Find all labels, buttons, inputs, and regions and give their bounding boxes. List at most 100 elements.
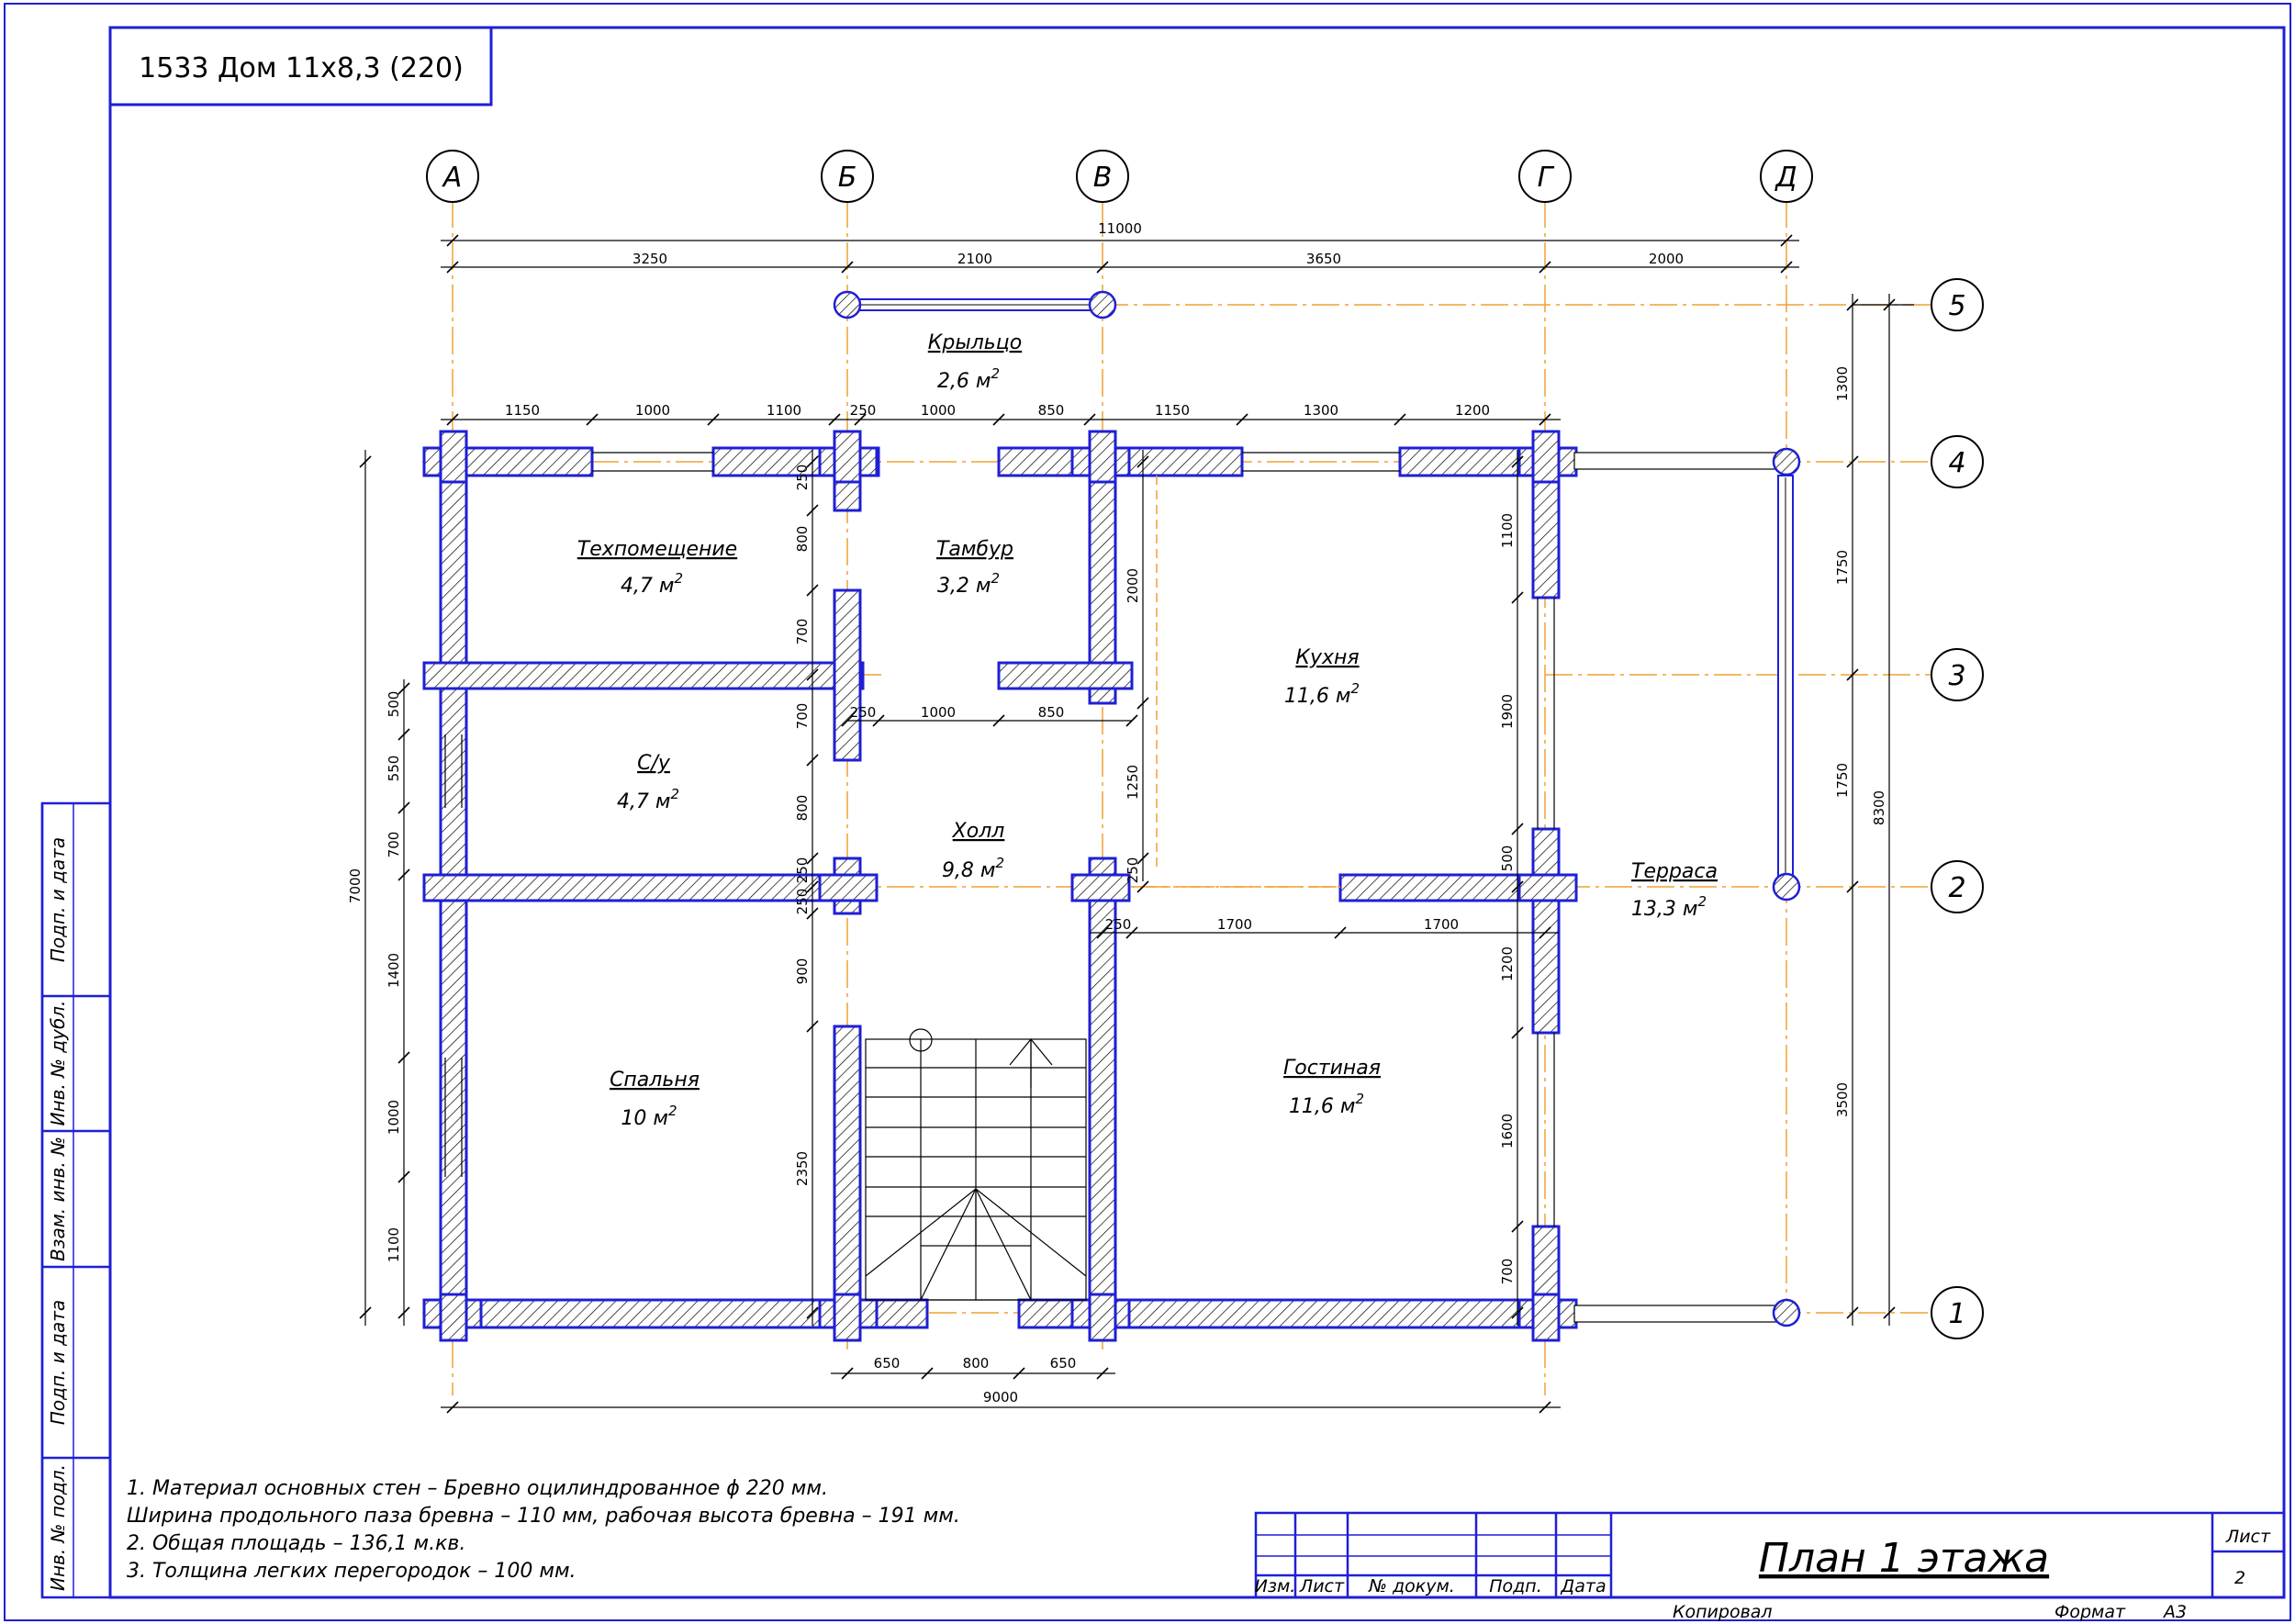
dimension-tick bbox=[806, 754, 819, 767]
title-stamp bbox=[1254, 1511, 2286, 1599]
copied-label: Копировал bbox=[1673, 1602, 1773, 1622]
dim-wall-6: 850 bbox=[1038, 402, 1065, 419]
dim-mid-5: 800 bbox=[794, 795, 811, 822]
dimension-tick bbox=[1511, 880, 1524, 893]
room-terrace-area: 13,3 м2 bbox=[1631, 893, 1707, 921]
sheet-label: Лист bbox=[2225, 1527, 2271, 1547]
dimension-tick bbox=[828, 413, 841, 426]
stamp-text: Изм. Лист № докум. Подп. Дата План 1 эта… bbox=[1255, 1527, 2271, 1622]
axis-1: 1 bbox=[1948, 1298, 1965, 1330]
dimension-tick bbox=[397, 1051, 410, 1064]
dim-left-5: 1000 bbox=[386, 1100, 402, 1135]
dimension-tick bbox=[806, 584, 819, 597]
dim-bottom-2: 800 bbox=[963, 1355, 990, 1372]
dimension-tick bbox=[1511, 1220, 1524, 1233]
dimension-tick bbox=[806, 852, 819, 865]
format-value: А3 bbox=[2162, 1602, 2187, 1622]
dim-mid-8: 900 bbox=[794, 958, 811, 985]
dimension-tick bbox=[446, 1401, 459, 1414]
dimension-tick bbox=[359, 1306, 372, 1319]
dimension-tick bbox=[1096, 926, 1109, 939]
dimension-tick bbox=[1136, 455, 1149, 468]
dim-wall-7: 1150 bbox=[1155, 402, 1190, 419]
dimension-tick bbox=[446, 413, 459, 426]
stamp-header-sheet: Лист bbox=[1299, 1576, 1345, 1596]
axis-B: Б bbox=[838, 162, 857, 194]
dimension-tick bbox=[397, 868, 410, 881]
dimension-tick bbox=[1846, 298, 1859, 311]
dimension-tick bbox=[1780, 234, 1793, 247]
room-hall-name: Холл bbox=[952, 820, 1005, 843]
dim-kitchen-1: 2000 bbox=[1125, 568, 1141, 603]
dimension-tick bbox=[1511, 1306, 1524, 1319]
dimension-tick bbox=[1096, 261, 1109, 274]
dim-right-wall-3: 500 bbox=[1499, 846, 1516, 872]
dimension-tick bbox=[1846, 455, 1859, 468]
dimension-tick bbox=[841, 261, 854, 274]
dimension-tick bbox=[1780, 261, 1793, 274]
axis-A: А bbox=[442, 162, 463, 194]
dimension-tick bbox=[1083, 413, 1096, 426]
dim-right-wall-4: 1200 bbox=[1499, 946, 1516, 981]
room-vestibule-name: Тамбур bbox=[936, 538, 1013, 561]
dim-right-wall-5: 1600 bbox=[1499, 1114, 1516, 1148]
side-stamp-labels: Подп. и дата Инв. № дубл. Взам. инв. № П… bbox=[47, 837, 69, 1591]
dimension-tick bbox=[1136, 852, 1149, 865]
dimension-tick bbox=[1096, 1367, 1109, 1380]
dimension-tick bbox=[397, 1306, 410, 1319]
dimension-tick bbox=[1236, 413, 1248, 426]
dimension-tick bbox=[1883, 1306, 1896, 1319]
dimension-tick bbox=[806, 1306, 819, 1319]
dim-right-axis-1: 1300 bbox=[1834, 366, 1851, 401]
dim-mid-7: 250 bbox=[794, 889, 811, 915]
room-kitchen-name: Кухня bbox=[1295, 646, 1359, 669]
dim-wall-4: 250 bbox=[850, 402, 877, 419]
axis-V: В bbox=[1093, 162, 1113, 194]
dimension-ticks bbox=[359, 234, 1896, 1414]
dim-wall-2: 1000 bbox=[635, 402, 670, 419]
dimension-tick bbox=[1125, 926, 1138, 939]
dim-left-total: 7000 bbox=[347, 868, 364, 903]
dim-top-2: 2100 bbox=[957, 251, 992, 267]
dim-left-6: 1100 bbox=[386, 1227, 402, 1262]
room-vestibule-area: 3,2 м2 bbox=[937, 570, 1000, 598]
dimension-tick bbox=[921, 1367, 934, 1380]
dimension-tick bbox=[806, 1020, 819, 1033]
room-bathroom-name: С/у bbox=[637, 752, 671, 775]
dim-wall-8: 1300 bbox=[1304, 402, 1338, 419]
side-label-5: Инв. № подл. bbox=[47, 1464, 69, 1591]
stamp-header-doc: № докум. bbox=[1368, 1576, 1455, 1596]
dimension-tick bbox=[1013, 1367, 1025, 1380]
dimension-labels: 11000 3250 2100 3650 2000 1150 1000 1100… bbox=[347, 220, 1887, 1406]
dimension-tick bbox=[1883, 298, 1896, 311]
dim-right-axis-3: 1750 bbox=[1834, 763, 1851, 798]
dim-living-1: 250 bbox=[1105, 916, 1132, 933]
axis-letters: А Б В Г Д 5 4 3 2 1 bbox=[442, 162, 1966, 1330]
dimension-lines bbox=[364, 240, 1914, 1408]
dim-right-wall-1: 1100 bbox=[1499, 513, 1516, 548]
dim-mid-9: 2350 bbox=[794, 1151, 811, 1186]
dimension-tick bbox=[992, 413, 1005, 426]
dimension-tick bbox=[1539, 926, 1551, 939]
dimension-tick bbox=[872, 714, 885, 727]
stamp-header-sign: Подп. bbox=[1489, 1576, 1542, 1596]
dimension-tick bbox=[397, 682, 410, 695]
inner-frame bbox=[108, 26, 2286, 1599]
room-bedroom-name: Спальня bbox=[610, 1069, 700, 1092]
dim-left-4: 1400 bbox=[386, 953, 402, 988]
room-porch-name: Крыльцо bbox=[928, 331, 1022, 354]
dimension-tick bbox=[992, 714, 1005, 727]
side-stamp bbox=[40, 801, 112, 1599]
dimension-tick bbox=[397, 1170, 410, 1183]
dim-right-axis-4: 3500 bbox=[1834, 1082, 1851, 1117]
terrace-structure bbox=[833, 290, 1801, 1327]
dimension-tick bbox=[586, 413, 599, 426]
dimension-tick bbox=[1511, 455, 1524, 468]
dimension-tick bbox=[1125, 714, 1138, 727]
axis-4: 4 bbox=[1948, 447, 1965, 479]
room-porch-area: 2,6 м2 bbox=[937, 365, 1000, 393]
walls bbox=[422, 430, 1578, 1342]
light-partitions bbox=[1132, 476, 1340, 888]
dim-bottom-1: 650 bbox=[874, 1355, 901, 1372]
